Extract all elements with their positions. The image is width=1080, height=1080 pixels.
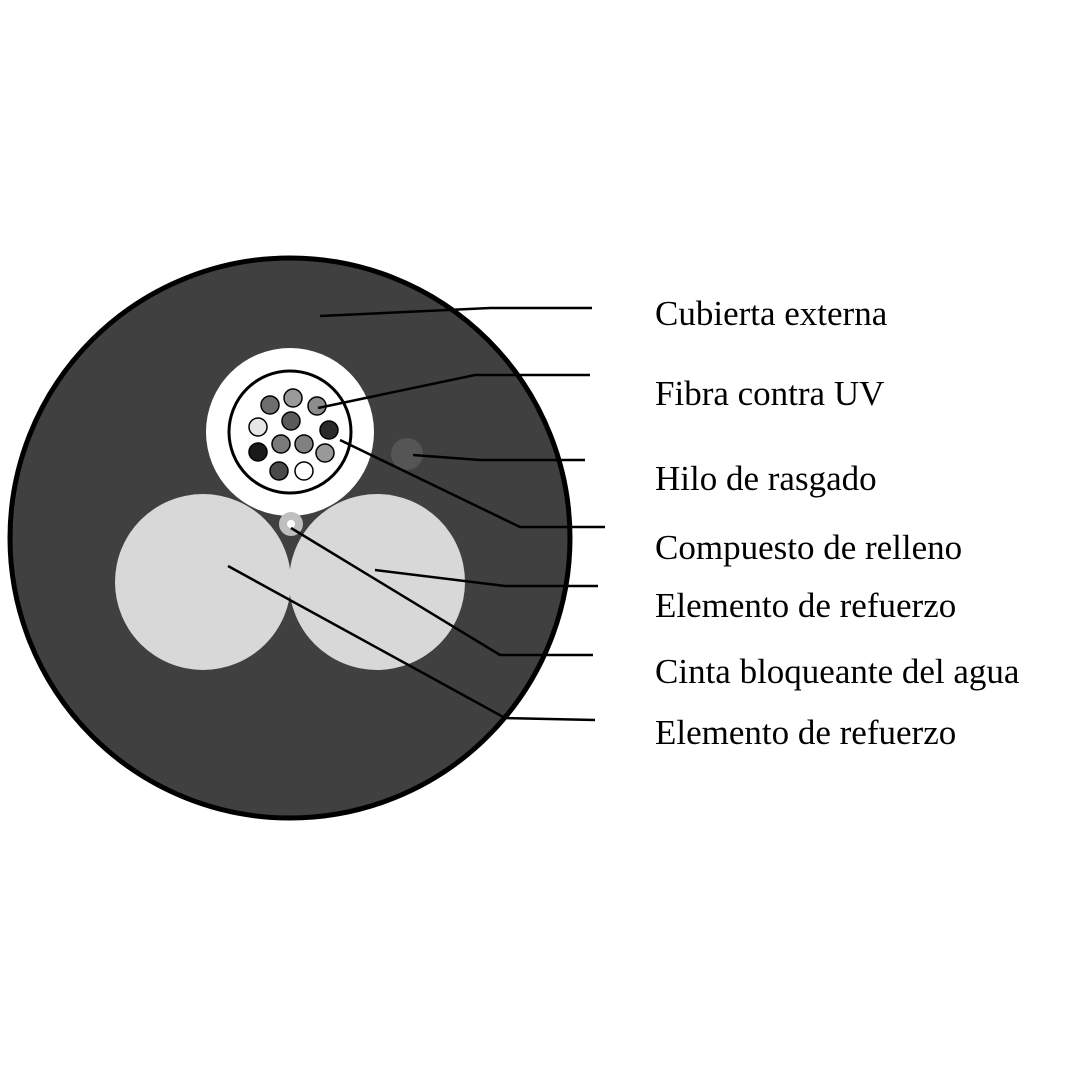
leader-line-uv-fiber: [317, 373, 590, 410]
water-blocking-tape-core: [287, 520, 295, 528]
optical-fiber: [294, 434, 314, 454]
outer-sheath: [7, 255, 573, 821]
label-uv-fiber: Fibra contra UV: [655, 374, 885, 413]
optical-fiber: [283, 388, 303, 408]
label-outer-sheath: Cubierta externa: [655, 294, 888, 333]
label-water-blocking-tape: Cinta bloqueante del agua: [655, 652, 1020, 691]
optical-fiber: [248, 417, 268, 437]
strength-member-right: [289, 494, 465, 670]
leader-line-outer-sheath: [319, 306, 592, 318]
optical-fiber: [315, 443, 335, 463]
leader-line-strength-member-1: [374, 568, 598, 588]
label-strength-member-1: Elemento de refuerzo: [655, 586, 957, 625]
leader-line-ripcord: [412, 453, 585, 462]
label-ripcord: Hilo de rasgado: [655, 459, 877, 498]
optical-fiber: [248, 442, 268, 462]
leader-line-strength-member-2: [227, 564, 596, 722]
optical-fiber: [269, 461, 289, 481]
strength-member-left: [115, 494, 291, 670]
optical-fibers: [248, 388, 339, 481]
ripcord-yarn: [391, 438, 423, 470]
optical-fiber: [260, 395, 280, 415]
optical-fiber: [294, 461, 314, 481]
optical-fiber: [319, 420, 339, 440]
label-strength-member-2: Elemento de refuerzo: [655, 713, 957, 752]
optical-fiber: [281, 411, 301, 431]
leader-line-filling-compound: [339, 438, 605, 529]
leader-line-water-blocking-tape: [290, 526, 593, 657]
optical-fiber: [271, 434, 291, 454]
label-filling-compound: Compuesto de relleno: [655, 528, 963, 567]
